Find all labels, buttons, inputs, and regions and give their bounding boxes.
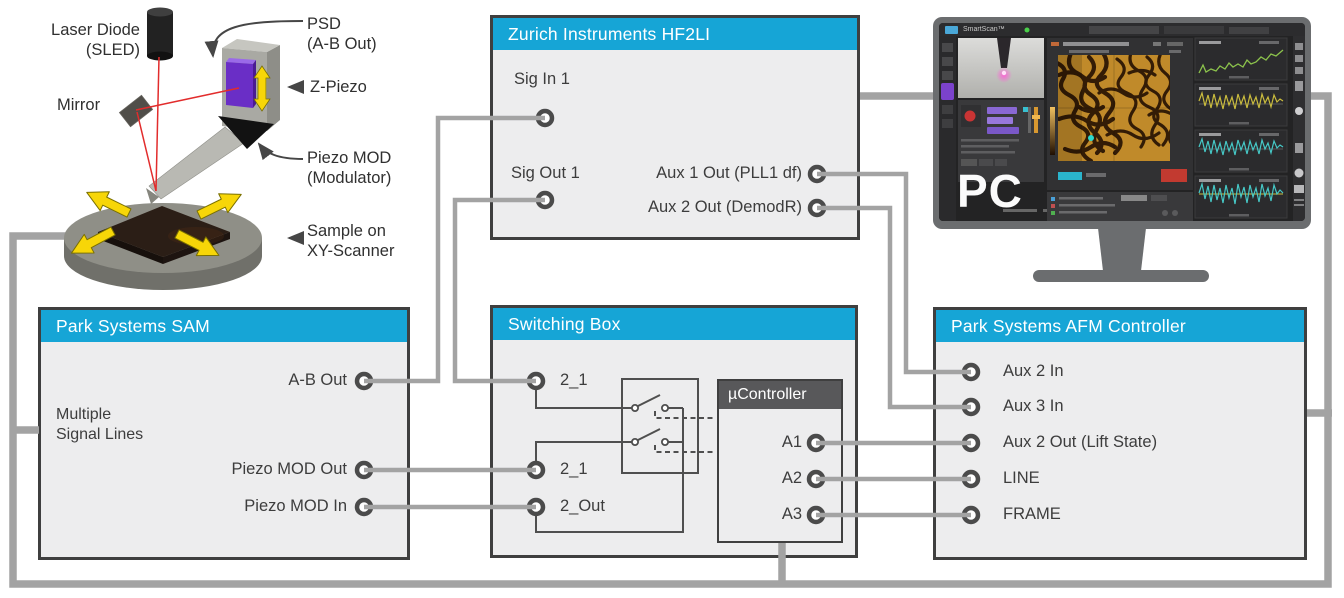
ucontroller-a2-label: A2 [781,469,802,487]
psd-sensor [226,58,256,108]
piezo-mod-label-line1: Piezo MOD [307,149,392,167]
cantilever [146,126,245,204]
psd-pointer-arrow [204,20,304,58]
beam-mirror-to-psd [135,87,240,111]
pc-screen: SmartScan™ PC [939,23,1305,221]
afm-aux2-in-label: Aux 2 In [1003,362,1064,380]
status-dot-icon [1024,27,1030,33]
chart-panel-2 [1194,83,1288,127]
sam-note: Multiple Signal Lines [56,405,143,445]
signal-charts [1194,37,1288,219]
mirror-shape [118,94,154,128]
arrow-ne [196,193,242,220]
afm-aux2-out-lift-label: Aux 2 Out (Lift State) [1003,433,1158,451]
sample-label-line2: XY-Scanner [307,242,395,260]
sample-label-line1: Sample on [307,222,386,240]
arrow-se [174,229,220,257]
pc-monitor: SmartScan™ PC [933,17,1311,229]
laser-diode-label: Laser Diode (SLED) [25,20,140,60]
sam-note-line2: Signal Lines [56,426,144,443]
gear-icon [1294,168,1304,178]
ucontroller-title: µController [719,381,841,409]
ucontroller-a1-label: A1 [781,433,802,451]
ucontroller-box: µController [717,379,843,543]
scan-marker [1088,135,1094,141]
hf2li-sig-in-1-label: Sig In 1 [514,70,570,88]
target-icon [1295,107,1303,115]
sam-note-line1: Multiple [56,406,112,423]
height-trace [1198,49,1284,74]
switching-box-title: Switching Box [493,308,855,340]
laser-beam [135,56,240,192]
hf2li-aux2-out-label: Aux 2 Out (DemodR) [647,198,802,216]
hf2li-title: Zurich Instruments HF2LI [493,18,857,50]
app-logo-icon [945,26,958,34]
sam-piezo-mod-out-label: Piezo MOD Out [231,460,347,478]
piezo-mod-label: Piezo MOD (Modulator) [307,148,391,188]
xy-motion-arrows [71,191,242,257]
app-top-bar [939,23,1305,36]
left-toolbar [939,36,956,221]
beam-down [155,56,160,192]
camera-view [958,38,1044,98]
switching-port-top-label: 2_1 [560,371,588,389]
psd-label-line2: (A-B Out) [307,35,377,53]
height-colorbar [1050,107,1055,155]
sam-ab-out-label: A-B Out [288,371,347,389]
scan-toggle-button [1058,172,1082,180]
probe-silhouette [997,38,1011,68]
stop-button [1161,169,1187,182]
piezo-mod-cone [218,116,274,149]
chart-panel-3 [1194,129,1288,173]
bottom-info-panel [1047,192,1193,221]
scan-panel [1047,38,1193,190]
psd-label: PSD (A-B Out) [307,14,377,54]
xy-scanner-disc [64,191,262,290]
laser-diode-label-line2: (SLED) [85,41,140,59]
switching-port-mid-label: 2_1 [560,460,588,478]
record-button [964,110,976,122]
smartscan-app-title: SmartScan™ [963,26,1005,33]
sample-chip [98,206,230,264]
z-piezo-label: Z-Piezo [310,78,367,96]
afm-frame-label: FRAME [1003,505,1061,523]
sam-piezo-mod-in-label: Piezo MOD In [244,497,347,515]
hf2li-sig-out-1-label: Sig Out 1 [511,164,580,182]
afm-controller-title: Park Systems AFM Controller [936,310,1304,342]
laser-diode-shape [147,7,173,61]
psd-block [218,39,280,149]
hf2li-aux1-out-label: Aux 1 Out (PLL1 df) [656,164,802,182]
photo-icon [1294,185,1304,193]
psd-label-line1: PSD [307,15,341,33]
afm-line-label: LINE [1003,469,1040,487]
sam-title: Park Systems SAM [41,310,407,342]
gain-slider [1034,107,1038,133]
sample-label: Sample on XY-Scanner [307,221,394,261]
chart-panel-4 [1194,175,1288,219]
z-piezo-arrow [253,65,271,112]
pc-label: PC [957,165,1023,217]
right-toolbar [1293,36,1305,221]
beam-tip-to-mirror [136,111,157,192]
ucontroller-a3-label: A3 [781,505,802,523]
monitor-stand [1033,228,1209,282]
afm-scan-image [1058,55,1170,161]
afm-aux3-in-label: Aux 3 In [1003,397,1064,415]
switching-port-out-label: 2_Out [560,497,605,515]
annotation-arrows [204,20,304,245]
mirror-label: Mirror [57,96,101,114]
arrow-sw [71,226,116,254]
piezo-mod-label-line2: (Modulator) [307,169,392,187]
laser-diode-label-line1: Laser Diode [51,21,140,39]
chart-panel-1 [1194,37,1288,81]
arrow-nw [86,191,132,218]
piezo-mod-pointer-arrow [257,142,304,161]
active-mode-button [941,83,954,100]
